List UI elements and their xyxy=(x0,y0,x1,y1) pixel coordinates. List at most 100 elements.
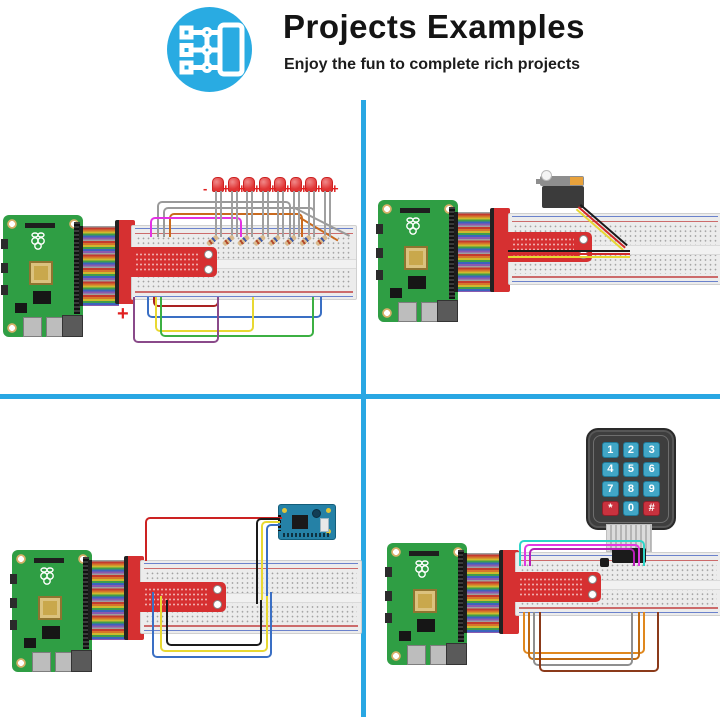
module-pins xyxy=(283,533,331,537)
gpio-header xyxy=(458,550,464,642)
side-port xyxy=(10,620,17,630)
wire-brown xyxy=(539,612,659,672)
ethernet-port xyxy=(71,650,92,672)
keypad-key-hash: # xyxy=(643,500,660,516)
raspberry-pi-board xyxy=(385,543,467,665)
keypad-key-5: 5 xyxy=(622,461,640,477)
side-port xyxy=(10,574,17,584)
side-port xyxy=(10,598,17,608)
horizontal-divider xyxy=(0,394,720,399)
chip xyxy=(399,631,411,641)
screw-hole xyxy=(204,250,213,259)
rail-plus-label: + xyxy=(117,303,129,325)
ethernet-port xyxy=(437,300,458,322)
led-leg xyxy=(220,191,222,237)
keypad-key-6: 6 xyxy=(643,461,660,477)
screw-hole xyxy=(213,585,222,594)
rail-line xyxy=(135,295,353,297)
servo-top xyxy=(540,176,584,186)
led-leg xyxy=(246,191,248,237)
plus-label: + xyxy=(253,181,261,196)
wire-blue xyxy=(147,297,322,318)
led-leg xyxy=(282,191,284,237)
red-led xyxy=(212,177,224,237)
wire-gray xyxy=(533,612,633,666)
rail-line xyxy=(512,276,718,278)
servo-wire-bundle xyxy=(508,250,630,258)
raspberry-pi-board xyxy=(376,200,458,322)
red-led xyxy=(290,177,302,237)
plus-label: + xyxy=(300,181,308,196)
soc-chip xyxy=(38,596,62,620)
keypad-key-star: * xyxy=(602,500,619,516)
wire-black xyxy=(166,600,262,646)
side-port xyxy=(385,591,392,601)
wire-yellow xyxy=(508,256,630,258)
membrane-keypad: 1 2 3 4 5 6 7 8 9 * 0 # xyxy=(586,428,676,530)
chip xyxy=(417,619,435,632)
cobbler-connector xyxy=(115,220,135,304)
raspberry-pi-board xyxy=(1,215,83,337)
page-subtitle: Enjoy the fun to complete rich projects xyxy=(284,56,581,73)
plus-label: + xyxy=(238,181,246,196)
cobbler-connector xyxy=(124,556,144,640)
project-diagram-icon xyxy=(167,7,252,92)
wire-orange xyxy=(523,612,645,654)
chip xyxy=(408,276,426,289)
wire-magenta xyxy=(524,544,640,566)
wire-black xyxy=(256,518,280,604)
side-port xyxy=(1,285,8,295)
rail-line xyxy=(144,567,358,569)
raspberry-pi-logo xyxy=(40,567,54,585)
wire-magenta xyxy=(150,217,242,237)
usb-port xyxy=(407,645,426,665)
screw-hole xyxy=(579,235,588,244)
keypad-key-4: 4 xyxy=(602,461,619,477)
keypad-key-7: 7 xyxy=(602,481,619,497)
keypad-key-8: 8 xyxy=(622,481,640,497)
led-leg xyxy=(329,191,331,237)
rail-line xyxy=(135,291,353,293)
gpio-ribbon-cable xyxy=(454,212,494,292)
display-connector xyxy=(400,208,430,213)
led-leg xyxy=(298,191,300,237)
wire-yellow xyxy=(160,596,268,652)
keypad-breadboard-connector xyxy=(612,548,646,563)
ethernet-port xyxy=(446,643,467,665)
wire-green xyxy=(160,297,314,337)
sensor-module xyxy=(278,504,336,540)
raspberry-pi-logo xyxy=(31,232,45,250)
led-leg xyxy=(262,191,264,237)
side-port xyxy=(376,224,383,234)
page-title: Projects Examples xyxy=(283,8,585,45)
servo-horn xyxy=(541,170,552,181)
chip xyxy=(15,303,27,313)
red-led xyxy=(243,177,255,237)
gpio-ribbon-cable xyxy=(463,553,503,633)
red-led xyxy=(305,177,317,237)
side-port xyxy=(376,248,383,258)
cobbler-holes xyxy=(135,252,199,272)
red-led xyxy=(321,177,333,237)
rail-line xyxy=(512,216,718,218)
rail-line xyxy=(519,607,718,609)
screw-hole xyxy=(588,575,597,584)
rail-line xyxy=(144,629,358,631)
wire-yellow xyxy=(155,297,254,332)
screw-hole xyxy=(204,265,213,274)
keypad-key-2: 2 xyxy=(622,442,640,458)
cobbler-holes xyxy=(512,237,574,257)
led-leg xyxy=(267,191,269,237)
plus-label: + xyxy=(222,181,230,196)
breadboard xyxy=(140,560,362,634)
trimmer xyxy=(312,509,321,518)
breadboard-channel xyxy=(516,580,720,590)
usb-port xyxy=(398,302,417,322)
usb-port xyxy=(32,652,51,672)
breadboard-component xyxy=(600,558,609,567)
led-leg xyxy=(324,191,326,237)
